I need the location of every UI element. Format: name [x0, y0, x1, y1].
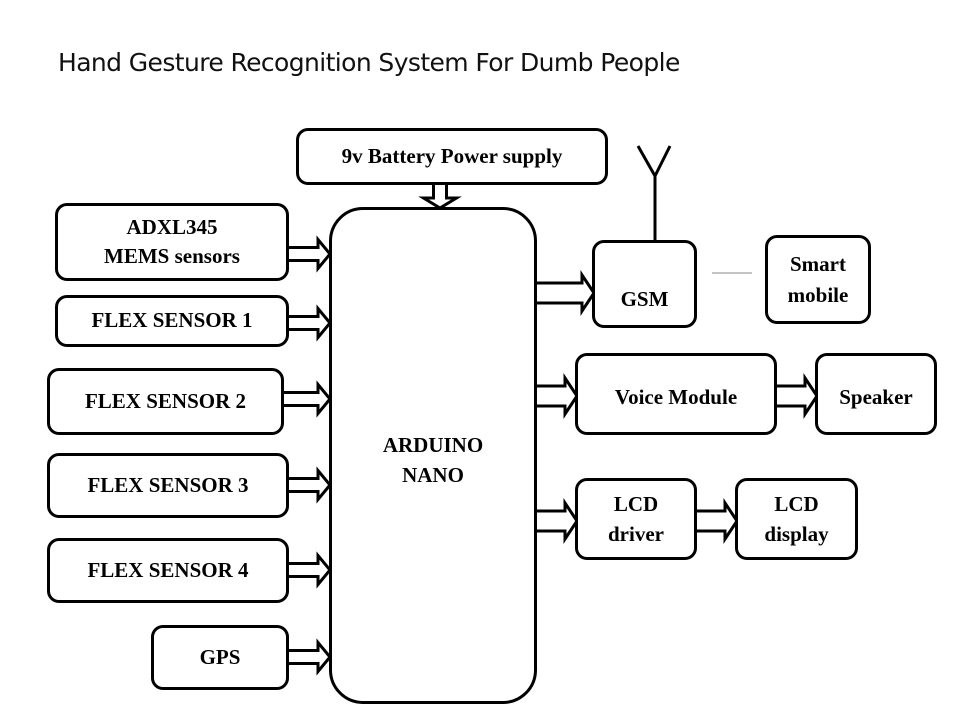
gsm-block: GSM — [592, 240, 697, 328]
voice-module-block: Voice Module — [575, 353, 777, 435]
lcd-driver-to-display-arrow — [696, 498, 739, 544]
speaker-block: Speaker — [815, 353, 937, 435]
diagram-title: Hand Gesture Recognition System For Dumb… — [58, 48, 680, 77]
flex-sensor-4-block: FLEX SENSOR 4 — [47, 538, 289, 603]
lcd-display-block: LCD display — [735, 478, 858, 560]
flex-sensor-3-block: FLEX SENSOR 3 — [47, 453, 289, 518]
flex-sensor-2-block: FLEX SENSOR 2 — [47, 368, 284, 435]
adxl345-mems-sensor-block: ADXL345 MEMS sensors — [55, 203, 289, 281]
flex-sensor-1-block: FLEX SENSOR 1 — [55, 295, 289, 347]
arduino-to-gsm-arrow — [536, 270, 596, 316]
flex4-to-arduino-arrow — [288, 551, 332, 589]
battery-to-arduino-arrow — [418, 184, 462, 210]
adxl-to-arduino-arrow — [288, 235, 332, 273]
voice-to-speaker-arrow — [776, 373, 819, 419]
battery-power-supply-block: 9v Battery Power supply — [296, 128, 608, 185]
gps-block: GPS — [151, 625, 289, 690]
flex1-to-arduino-arrow — [288, 304, 332, 342]
arduino-to-voice-arrow — [536, 373, 579, 419]
flex2-to-arduino-arrow — [283, 380, 332, 418]
smart-mobile-block: Smart mobile — [765, 235, 871, 324]
arduino-nano-block: ARDUINO NANO — [329, 207, 537, 704]
lcd-driver-block: LCD driver — [575, 478, 697, 560]
antenna-icon — [636, 145, 672, 240]
flex3-to-arduino-arrow — [288, 466, 332, 504]
arduino-to-lcd-driver-arrow — [536, 498, 579, 544]
gps-to-arduino-arrow — [288, 638, 332, 676]
